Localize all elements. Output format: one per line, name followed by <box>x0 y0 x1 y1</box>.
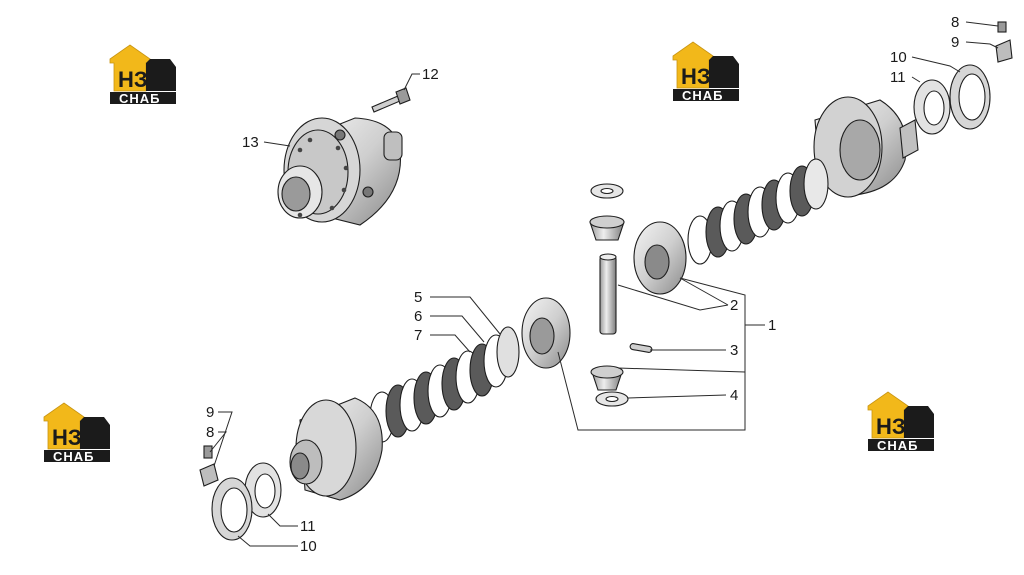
pinion-gear-top <box>589 215 625 241</box>
pinion-gear-bottom <box>590 365 624 391</box>
logo-brand-text: НЗ <box>52 425 82 450</box>
side-gear-2 <box>633 221 687 295</box>
housing-left <box>289 397 383 501</box>
logo-caption-text: СНАБ <box>53 449 95 464</box>
logo-top-center: НЗ СНАБ <box>672 41 740 103</box>
thrust-washer-4 <box>595 391 629 407</box>
housing-right <box>813 96 919 198</box>
callout-11-left: 11 <box>300 518 316 535</box>
logo-bottom-right: НЗ СНАБ <box>867 391 935 453</box>
screw-8-right <box>997 21 1007 33</box>
cross-shaft <box>599 253 617 335</box>
logo-brand-text: НЗ <box>118 67 148 92</box>
bolt-12 <box>371 87 411 113</box>
bearing-cup-10-left <box>211 477 253 541</box>
side-gear-left <box>521 297 571 369</box>
callout-9-left: 9 <box>206 404 214 421</box>
logo-brand-text: НЗ <box>681 64 711 89</box>
logo-caption-text: СНАБ <box>119 91 161 106</box>
callout-7: 7 <box>414 327 422 344</box>
callout-2: 2 <box>730 297 738 314</box>
housing-assembly-13 <box>277 117 403 226</box>
callout-8-top: 8 <box>951 14 959 31</box>
lock-plate-9-left <box>199 463 219 487</box>
roll-pin-3 <box>629 343 653 353</box>
callout-6: 6 <box>414 308 422 325</box>
callout-11-top: 11 <box>890 69 906 86</box>
leader-lines <box>209 21 999 547</box>
callout-5: 5 <box>414 289 422 306</box>
logo-caption-text: СНАБ <box>682 88 724 103</box>
bearing-11-right <box>913 79 951 135</box>
logo-bottom-left: НЗ СНАБ <box>43 402 111 464</box>
lock-plate-9-right <box>995 39 1013 63</box>
bearing-cup-10-right <box>949 64 991 130</box>
callout-10-left: 10 <box>300 538 317 555</box>
callout-1: 1 <box>768 317 776 334</box>
clutch-discs-right <box>687 158 829 265</box>
logo-top-left: НЗ СНАБ <box>109 44 177 106</box>
callout-8-left: 8 <box>206 424 214 441</box>
screw-8-left <box>203 445 213 459</box>
callout-9-top: 9 <box>951 34 959 51</box>
callout-10-top: 10 <box>890 49 907 66</box>
logo-caption-text: СНАБ <box>877 438 919 453</box>
callout-3: 3 <box>730 342 738 359</box>
callout-12: 12 <box>422 66 439 83</box>
callout-4: 4 <box>730 387 738 404</box>
logo-brand-text: НЗ <box>876 414 906 439</box>
thrust-washer-top <box>590 183 624 199</box>
clutch-discs-left <box>369 326 520 443</box>
callout-13: 13 <box>242 134 259 151</box>
